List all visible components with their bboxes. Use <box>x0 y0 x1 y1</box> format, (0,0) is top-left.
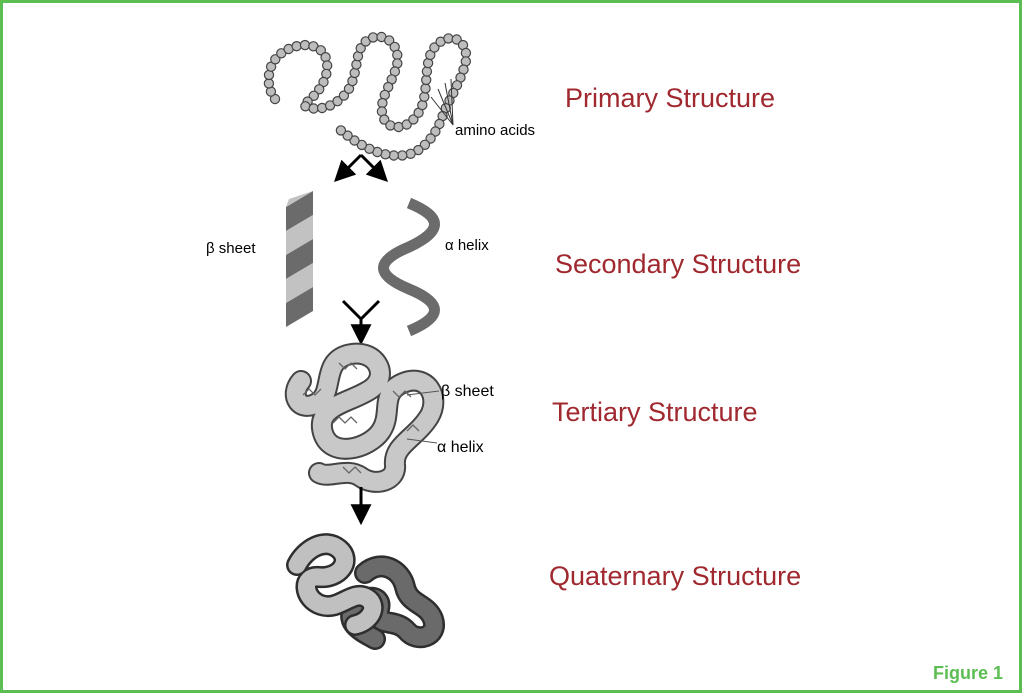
amino-acid-bead <box>321 53 330 62</box>
split-arrows <box>337 155 385 179</box>
secondary-structure-title: Secondary Structure <box>555 249 801 279</box>
amino-acid-bead <box>422 75 431 84</box>
tertiary-fold <box>296 354 434 482</box>
amino-acid-bead <box>422 67 431 76</box>
amino-acid-beads <box>264 32 470 160</box>
amino-acid-bead <box>389 151 398 160</box>
beta-sheet-label: β sheet <box>206 240 256 257</box>
amino-acid-bead <box>323 61 332 70</box>
amino-acid-bead <box>264 79 273 88</box>
amino-acid-bead <box>300 41 309 50</box>
quaternary-structure-title: Quaternary Structure <box>549 561 801 591</box>
amino-acid-bead <box>421 84 430 93</box>
tertiary-structure-title: Tertiary Structure <box>552 397 758 427</box>
primary-structure-title: Primary Structure <box>565 83 775 113</box>
beta-sheet-shape <box>286 191 313 327</box>
amino-acid-bead <box>386 121 395 130</box>
amino-acid-bead <box>398 151 407 160</box>
amino-acid-bead <box>406 149 415 158</box>
alpha-helix-shape <box>384 203 435 331</box>
amino-acid-bead <box>393 50 402 59</box>
amino-acid-bead <box>352 60 361 69</box>
amino-acid-bead <box>378 99 387 108</box>
amino-acid-chain <box>269 37 467 156</box>
amino-acid-bead <box>336 126 345 135</box>
alpha-helix-label: α helix <box>445 237 489 254</box>
tertiary-alpha-helix-label: α helix <box>437 439 484 456</box>
quaternary-complex <box>297 544 434 639</box>
merge-arrow <box>343 301 379 341</box>
protein-structure-diagram: amino acids β sheet α helix β sheet α he… <box>3 3 1019 690</box>
tertiary-beta-sheet-label: β sheet <box>441 383 494 400</box>
amino-acid-bead <box>309 104 318 113</box>
figure-label: Figure 1 <box>933 663 1003 684</box>
amino-acid-bead <box>350 68 359 77</box>
amino-acid-bead <box>418 101 427 110</box>
amino-acids-label: amino acids <box>455 122 535 139</box>
amino-acid-bead <box>292 42 301 51</box>
amino-acid-bead <box>420 92 429 101</box>
